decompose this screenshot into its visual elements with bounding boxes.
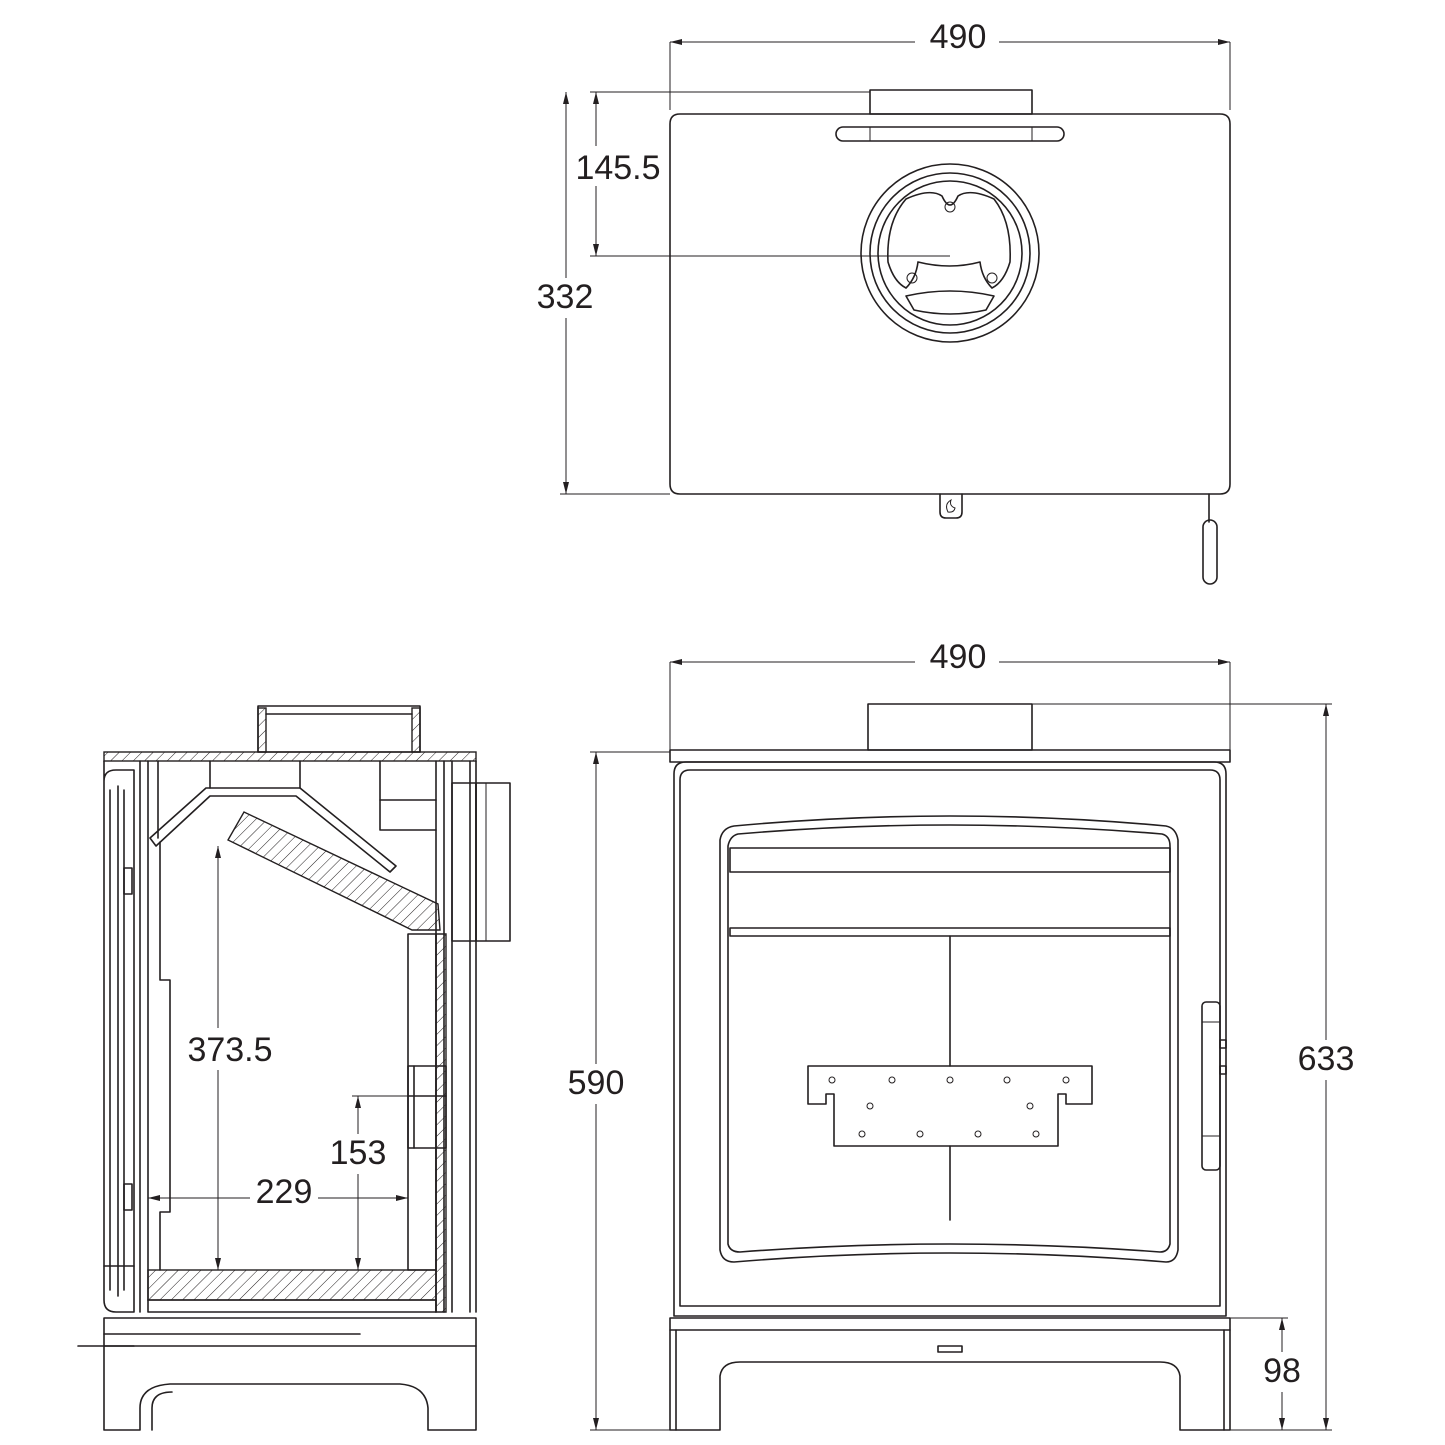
firebox-height-label: 373.5 bbox=[187, 1031, 272, 1069]
firebox-depth-dimension: 229 bbox=[148, 1172, 408, 1212]
front-width-dimension: 490 bbox=[669, 638, 1231, 750]
firebox-depth-label: 229 bbox=[256, 1173, 313, 1211]
top-width-label: 490 bbox=[930, 18, 987, 56]
firebrick-baffle bbox=[227, 811, 441, 931]
body-height-label: 590 bbox=[568, 1064, 625, 1102]
ashpan-lip bbox=[937, 1345, 963, 1353]
top-flue-collar bbox=[869, 89, 1033, 115]
leg-height-dimension: 98 bbox=[1230, 1317, 1308, 1430]
front-grate bbox=[807, 1065, 1093, 1147]
baffle-plate bbox=[149, 787, 397, 873]
top-plate bbox=[669, 113, 1231, 495]
flue-offset-label: 145.5 bbox=[575, 149, 660, 187]
rear-firebrick bbox=[407, 933, 437, 1271]
body-height-dimension: 590 bbox=[562, 751, 720, 1431]
front-base-plate bbox=[669, 1317, 1231, 1331]
front-flue-collar bbox=[867, 703, 1033, 751]
air-height-dimension: 153 bbox=[326, 1095, 408, 1270]
top-width-dimension: 490 bbox=[669, 18, 1231, 110]
total-height-label: 633 bbox=[1298, 1040, 1355, 1078]
air-inlet-box bbox=[407, 1065, 447, 1149]
top-door-handle bbox=[1202, 493, 1218, 585]
front-width-label: 490 bbox=[930, 638, 987, 676]
front-view: 490 bbox=[562, 638, 1360, 1431]
side-section-view: 373.5 153 229 bbox=[77, 705, 511, 1431]
top-view: 490 145.5 bbox=[532, 18, 1231, 585]
side-top-plate bbox=[103, 751, 477, 762]
rear-flue-spigot bbox=[475, 782, 511, 942]
front-door-handle bbox=[1201, 1001, 1227, 1171]
air-control-tab bbox=[939, 493, 963, 519]
side-firebrick bbox=[159, 841, 171, 1271]
top-depth-label: 332 bbox=[537, 278, 594, 316]
leg-height-label: 98 bbox=[1263, 1352, 1301, 1390]
side-flue-collar bbox=[257, 705, 421, 753]
total-height-dimension: 633 bbox=[1032, 703, 1360, 1431]
front-legs bbox=[669, 1329, 1231, 1431]
front-body bbox=[673, 761, 1227, 1317]
air-height-label: 153 bbox=[330, 1134, 387, 1172]
airwash-bar bbox=[729, 847, 1171, 873]
front-top-plate bbox=[669, 749, 1231, 763]
side-base-plate bbox=[103, 1317, 477, 1347]
top-rear-rail bbox=[835, 126, 1065, 142]
flue-offset-dimension: 145.5 bbox=[568, 91, 950, 257]
top-depth-dimension: 332 bbox=[532, 92, 670, 495]
firebox-height-dimension: 373.5 bbox=[182, 846, 278, 1270]
hearth-grate bbox=[147, 1269, 437, 1301]
door-frame bbox=[719, 815, 1179, 1263]
flue-outlet bbox=[860, 163, 1040, 343]
side-door-front bbox=[103, 760, 135, 1313]
side-legs bbox=[103, 1345, 477, 1431]
